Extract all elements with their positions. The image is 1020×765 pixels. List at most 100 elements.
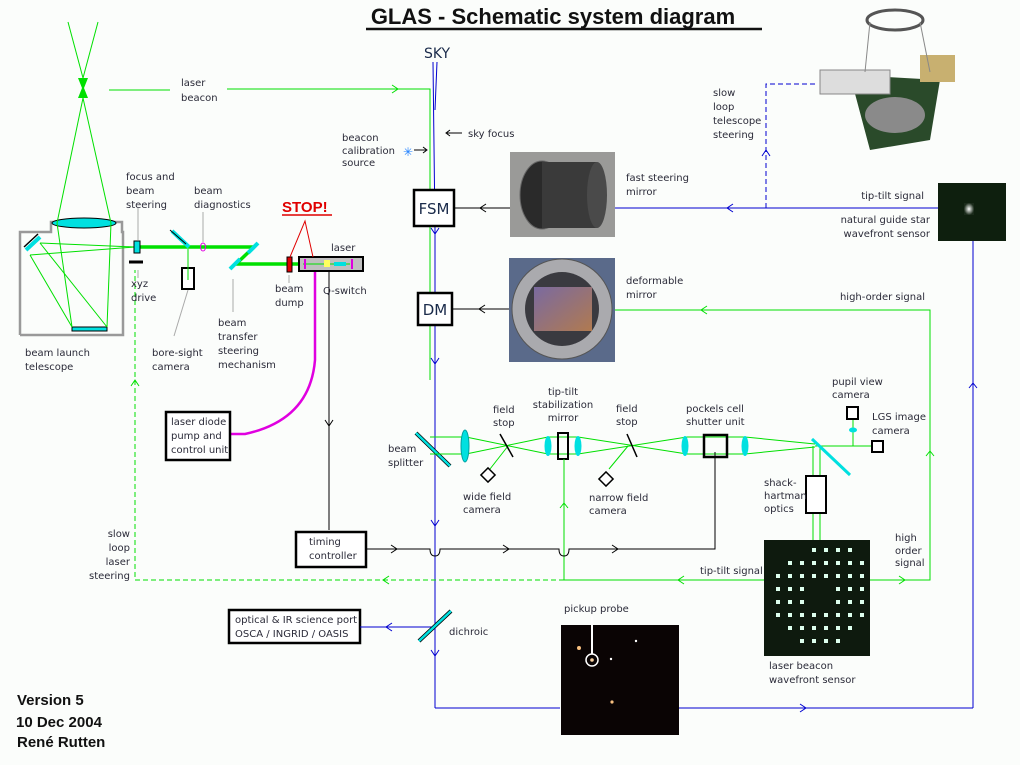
laser-beacon-label-2: beacon: [181, 93, 218, 104]
fsm-photo: [510, 152, 615, 237]
blt-label: beam launch: [25, 348, 90, 359]
slow-loop-laser-label-2: loop: [109, 543, 130, 554]
wfs-spot: [800, 587, 804, 591]
wfs-spot: [836, 574, 840, 578]
fsm-box[interactable]: [412, 188, 456, 228]
wfs-spot: [860, 613, 864, 617]
timing-text: timing: [309, 537, 341, 548]
tip-tilt-bottom-label: tip-tilt signal: [700, 566, 763, 577]
beam-dump-label: beam: [275, 284, 303, 295]
wfs-spot: [848, 561, 852, 565]
wfs-spot: [860, 587, 864, 591]
narrow-field-label-2: camera: [589, 506, 627, 517]
wfs-spot: [812, 626, 816, 630]
wfs-spot: [848, 574, 852, 578]
wfs-spot: [788, 561, 792, 565]
wfs-spot: [824, 574, 828, 578]
wfs-spot: [800, 561, 804, 565]
high-order-bottom-label: high: [895, 533, 917, 544]
wfs-spot: [800, 613, 804, 617]
wfs-spot: [812, 574, 816, 578]
lbwfs-label-2: wavefront sensor: [769, 675, 856, 686]
dichroic-label: dichroic: [449, 627, 488, 638]
beam-splitter-label-2: splitter: [388, 458, 424, 469]
beam-transfer-label: beam: [218, 318, 246, 329]
lbwfs-image: [764, 540, 870, 656]
pupil-view-label: pupil view: [832, 377, 883, 388]
high-order-bottom-label-2: order: [895, 546, 923, 557]
dm-photo: [509, 258, 615, 362]
narrow-field-label: narrow field: [589, 493, 648, 504]
wfs-spot: [848, 600, 852, 604]
wfs-spot: [776, 587, 780, 591]
tt-mirror-label-2: stabilization: [533, 400, 593, 411]
wfs-spot: [800, 600, 804, 604]
stop-warning: STOP!: [282, 199, 328, 216]
dm-desc-label: deformable: [626, 276, 683, 287]
wfs-spot: [788, 613, 792, 617]
tt-mirror-label-3: mirror: [548, 413, 579, 424]
beam-launch-telescope: [18, 21, 136, 337]
wfs-spot: [824, 561, 828, 565]
ngs-wfs-label-2: wavefront sensor: [844, 229, 931, 240]
beam-transfer-label-2: transfer: [218, 332, 258, 343]
shack-label: shack-: [764, 478, 797, 489]
slow-loop-tel-label: slow: [713, 88, 735, 99]
dm-box[interactable]: [416, 291, 454, 327]
science-port-box[interactable]: [227, 608, 362, 645]
slow-loop-laser-label: slow: [108, 529, 130, 540]
beam-transfer-label-4: mechanism: [218, 360, 276, 371]
wfs-spot: [800, 626, 804, 630]
timing-text-2: controller: [309, 551, 358, 562]
beam-transfer-label-3: steering: [218, 346, 259, 357]
slow-loop-laser-label-4: steering: [89, 571, 130, 582]
tip-tilt-top-label: tip-tilt signal: [861, 191, 924, 202]
field-stop-1-label-2: stop: [493, 418, 515, 429]
wide-field-label-2: camera: [463, 505, 501, 516]
wfs-spot: [788, 574, 792, 578]
laser-beacon-path: [109, 84, 431, 380]
wfs-spot: [812, 548, 816, 552]
shack-label-2: hartman: [764, 491, 807, 502]
xyz-drive-label: xyz: [131, 279, 148, 290]
wfs-spot: [848, 613, 852, 617]
pockels-label-2: shutter unit: [686, 417, 745, 428]
fsm-desc-label-2: mirror: [626, 187, 657, 198]
shack-label-3: optics: [764, 504, 794, 515]
laser-diode-text: laser diode: [171, 417, 226, 428]
fsm-desc-label: fast steering: [626, 173, 689, 184]
bore-sight-label: bore-sight: [152, 348, 203, 359]
wfs-spot: [860, 600, 864, 604]
science-beam-path: [360, 61, 978, 713]
wfs-spot: [836, 639, 840, 643]
wfs-spot: [848, 548, 852, 552]
focus-steering-label: focus and: [126, 172, 175, 183]
lgs-image-label-2: camera: [872, 426, 910, 437]
field-stop-2-label-2: stop: [616, 417, 638, 428]
laser-diode-text-2: pump and: [171, 431, 222, 442]
wfs-spot: [812, 561, 816, 565]
wfs-spot: [788, 600, 792, 604]
field-stop-2-label: field: [616, 404, 638, 415]
wfs-spot: [836, 587, 840, 591]
science-port-text-2: OSCA / INGRID / OASIS: [235, 629, 348, 640]
q-switch-label: Q-switch: [323, 286, 367, 297]
wfs-spot: [788, 626, 792, 630]
laser-diode-box[interactable]: [164, 410, 232, 462]
wfs-spot: [788, 587, 792, 591]
wfs-spot: [812, 613, 816, 617]
wfs-spot: [824, 639, 828, 643]
ngs-wfs-image: [938, 183, 1006, 241]
wfs-spot: [836, 561, 840, 565]
wfs-spot: [836, 600, 840, 604]
tt-mirror-label: tip-tilt: [548, 387, 578, 398]
version-label: Version 5: [17, 692, 84, 709]
wfs-spot: [836, 613, 840, 617]
wfs-spot: [776, 613, 780, 617]
beacon-cal-label-3: source: [342, 158, 375, 169]
wfs-spot: [824, 548, 828, 552]
wfs-spot: [860, 561, 864, 565]
calibration-star-icon: ✳: [403, 145, 413, 159]
